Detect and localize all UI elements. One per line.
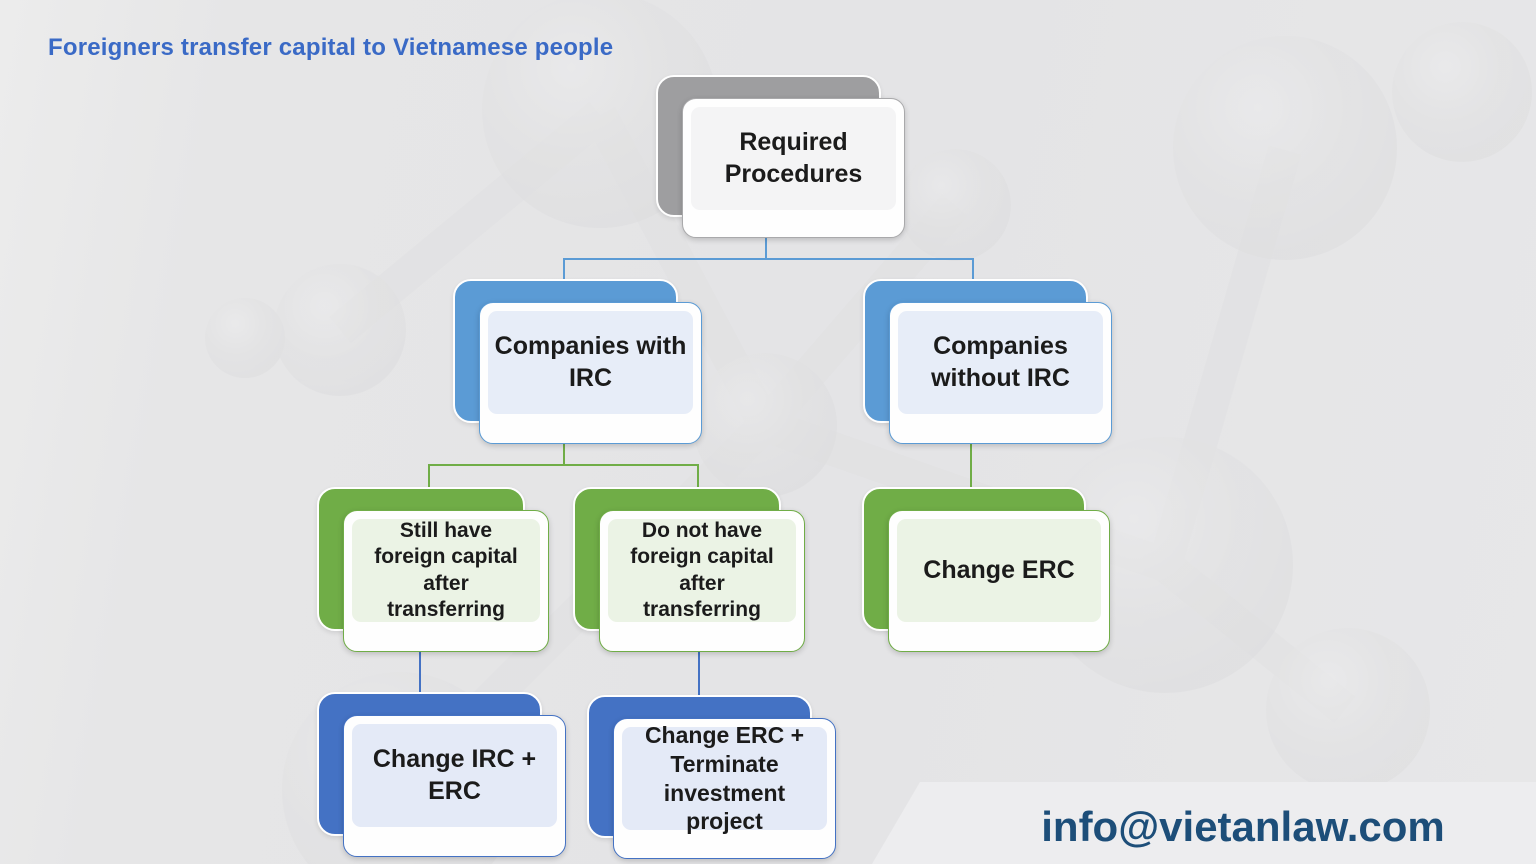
connector-top-vertical bbox=[765, 237, 767, 259]
connector-to-do-not-have bbox=[697, 464, 699, 487]
connector-to-change-irc-erc bbox=[419, 649, 421, 692]
node-required-procedures: Required Procedures bbox=[656, 75, 905, 238]
node-label: Change ERC bbox=[897, 519, 1101, 622]
connector-to-companies-without-irc bbox=[972, 258, 974, 279]
node-front-card: Companies with IRC bbox=[479, 302, 702, 444]
connector-to-companies-with-irc bbox=[563, 258, 565, 279]
node-front-card: Still have foreign capital after transfe… bbox=[343, 510, 549, 652]
node-do-not-have-foreign-capital: Do not have foreign capital after transf… bbox=[573, 487, 805, 652]
node-change-irc-erc: Change IRC + ERC bbox=[317, 692, 566, 857]
node-change-erc-terminate: Change ERC + Terminate investment projec… bbox=[587, 695, 836, 859]
connector-top-horizontal bbox=[563, 258, 973, 260]
connector-with-irc-vertical bbox=[563, 441, 565, 465]
node-still-have-foreign-capital: Still have foreign capital after transfe… bbox=[317, 487, 549, 652]
node-front-card: Required Procedures bbox=[682, 98, 905, 238]
node-front-card: Change ERC + Terminate investment projec… bbox=[613, 718, 836, 859]
node-label: Required Procedures bbox=[691, 107, 896, 210]
footer-email: info@vietanlaw.com bbox=[1041, 803, 1445, 850]
connector-green-horizontal bbox=[428, 464, 699, 466]
node-change-erc: Change ERC bbox=[862, 487, 1110, 652]
node-label: Companies without IRC bbox=[898, 311, 1103, 414]
page-title: Foreigners transfer capital to Vietnames… bbox=[48, 34, 614, 61]
node-label: Change ERC + Terminate investment projec… bbox=[622, 722, 827, 834]
node-label: Still have foreign capital after transfe… bbox=[352, 519, 540, 622]
node-label: Change IRC + ERC bbox=[352, 724, 557, 827]
footer-band bbox=[872, 782, 1536, 864]
node-label: Do not have foreign capital after transf… bbox=[608, 519, 796, 622]
node-companies-with-irc: Companies with IRC bbox=[453, 279, 702, 444]
node-front-card: Do not have foreign capital after transf… bbox=[599, 510, 805, 652]
connector-to-change-erc bbox=[970, 441, 972, 487]
connector-to-change-erc-terminate bbox=[698, 649, 700, 695]
node-front-card: Change IRC + ERC bbox=[343, 715, 566, 857]
node-front-card: Companies without IRC bbox=[889, 302, 1112, 444]
connector-to-still-have bbox=[428, 464, 430, 487]
node-front-card: Change ERC bbox=[888, 510, 1110, 652]
node-label: Companies with IRC bbox=[488, 311, 693, 414]
node-companies-without-irc: Companies without IRC bbox=[863, 279, 1112, 444]
